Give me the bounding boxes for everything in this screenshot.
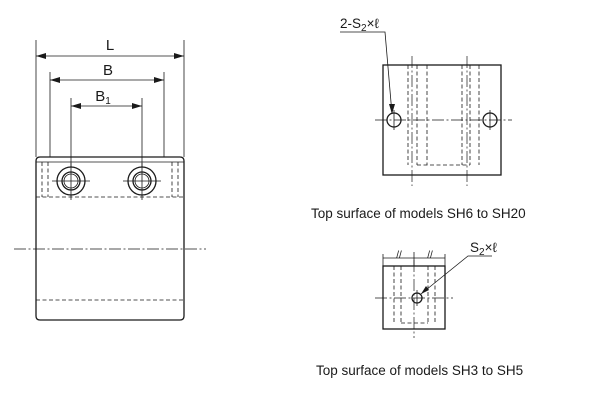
- dimension-B: B: [49, 62, 165, 157]
- dimension-B1: B1: [70, 88, 143, 167]
- front-view: L B B1: [14, 37, 206, 321]
- svg-text://: //: [427, 250, 433, 261]
- large-callout-label: 2-S2×ℓ: [340, 16, 379, 34]
- front-hole-right: [123, 163, 161, 200]
- front-hole-left: [52, 163, 90, 200]
- small-callout-label: S2×ℓ: [470, 240, 497, 258]
- dim-B1-label: B1: [95, 88, 111, 107]
- small-hole: [411, 290, 423, 306]
- large-hole-right: [482, 110, 498, 130]
- top-view-small: // // S2×ℓ Top surface of models SH3 to …: [316, 240, 523, 378]
- large-hole-left: [386, 110, 402, 130]
- front-body-outline: [35, 156, 185, 321]
- small-caption: Top surface of models SH3 to SH5: [316, 363, 523, 378]
- top-view-large: 2-S2×ℓ Top surface of models SH6 to SH20: [311, 16, 526, 221]
- dimension-L: L: [35, 37, 185, 157]
- large-caption: Top surface of models SH6 to SH20: [311, 206, 526, 221]
- svg-text://: //: [396, 250, 402, 261]
- dim-L-label: L: [106, 37, 114, 54]
- dim-B-label: B: [103, 62, 113, 79]
